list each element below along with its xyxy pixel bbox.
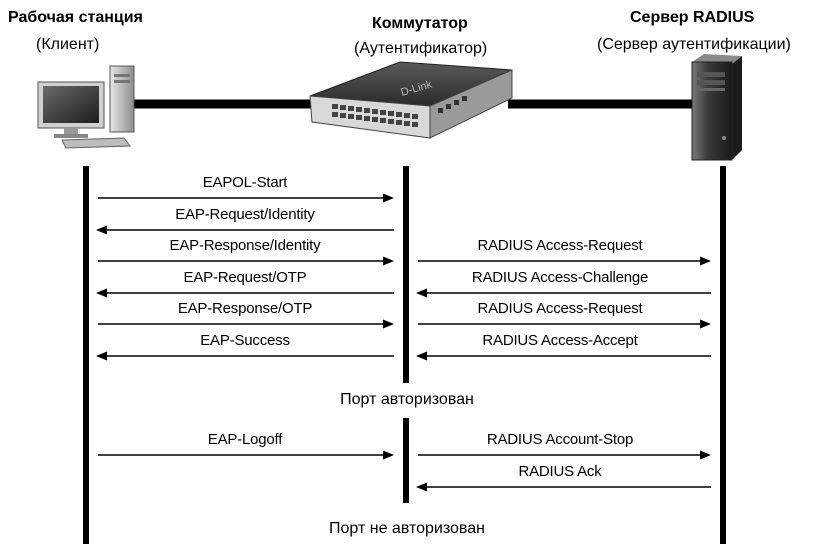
msg-radius-access-request-2: RADIUS Access-Request [477,300,643,317]
msg-radius-access-request-1: RADIUS Access-Request [477,237,643,254]
status-port-authorized: Порт авторизован [340,391,474,408]
msg-eap-request-identity: EAP-Request/Identity [175,206,315,223]
msg-eap-response-otp: EAP-Response/OTP [177,300,313,317]
arrow-eap-logoff [98,450,394,460]
arrow-radius-access-request-2 [418,319,711,329]
arrow-eap-request-identity [96,225,394,235]
client-title: Рабочая станция [8,9,143,26]
server-icon [691,54,742,161]
workstation-icon [37,65,135,149]
msg-eap-request-otp: EAP-Request/OTP [183,269,307,286]
arrow-radius-ack [416,482,711,492]
msg-radius-access-accept: RADIUS Access-Accept [482,332,638,349]
arrow-radius-account-stop [418,450,711,460]
arrow-radius-access-challenge [416,288,711,298]
msg-radius-account-stop: RADIUS Account-Stop [486,431,634,448]
arrow-eapol-start [98,193,394,203]
arrow-eap-success [96,351,394,361]
arrow-eap-response-identity [98,256,394,266]
switch-title: Коммутатор [372,15,468,32]
switch-role: (Аутентификатор) [354,40,488,57]
arrow-eap-response-otp [98,319,394,329]
switch-icon: D-Link [309,61,513,139]
status-port-unauthorized: Порт не авторизован [329,520,485,537]
client-role: (Клиент) [36,36,100,53]
msg-eap-success: EAP-Success [200,332,290,349]
msg-eap-logoff: EAP-Logoff [207,431,283,448]
arrow-radius-access-accept [416,351,711,361]
msg-radius-access-challenge: RADIUS Access-Challenge [471,269,649,286]
arrow-radius-access-request-1 [418,256,711,266]
msg-radius-ack: RADIUS Ack [518,463,602,480]
server-role: (Сервер аутентификации) [597,36,791,53]
server-title: Сервер RADIUS [630,9,755,26]
msg-eap-response-identity: EAP-Response/Identity [169,237,321,254]
msg-eapol-start: EAPOL-Start [202,174,288,191]
arrow-eap-request-otp [96,288,394,298]
